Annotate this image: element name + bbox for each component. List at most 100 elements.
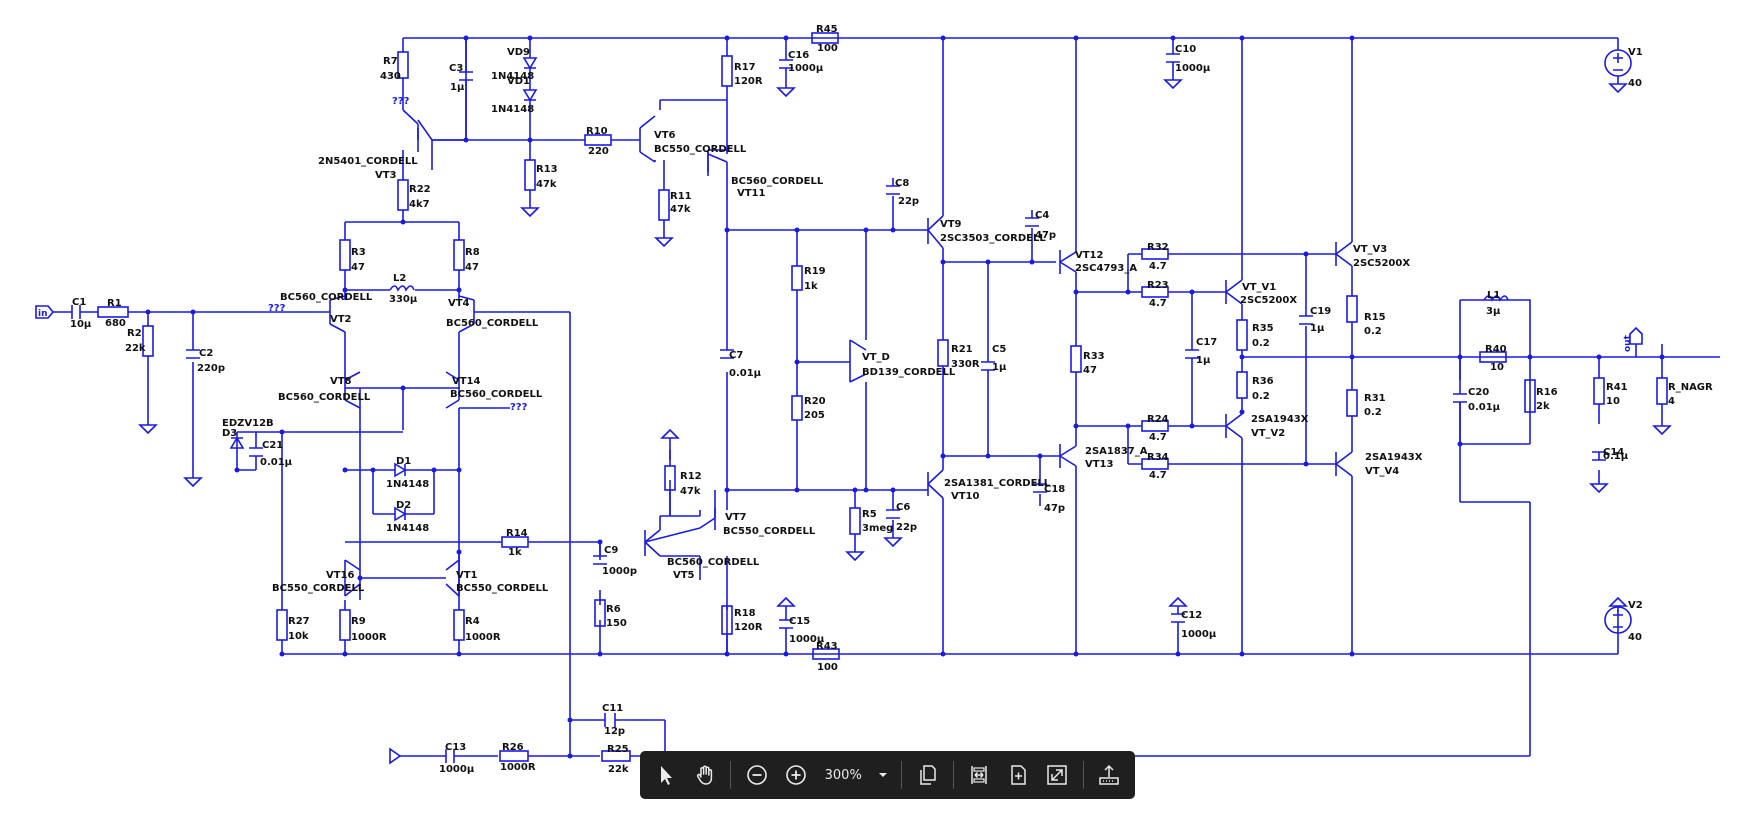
component-label: V1 (1628, 47, 1643, 58)
component-label: 2SA1943X (1251, 414, 1309, 425)
feedback-port (389, 747, 402, 765)
resistor-r12 (664, 465, 676, 491)
resistor-r41 (1593, 377, 1605, 405)
resistor-r32 (1141, 248, 1169, 260)
resistor-r43 (812, 648, 840, 660)
zoom-dropdown-button[interactable] (873, 757, 892, 793)
component-label: R18 (734, 608, 756, 619)
resistor-r17 (721, 55, 733, 87)
fullscreen-button[interactable] (1040, 757, 1075, 793)
component-label: VT14 (452, 376, 481, 387)
component-label: 4.7 (1149, 432, 1167, 443)
component-label: 4 (1668, 396, 1675, 407)
component-label: 0.2 (1252, 338, 1270, 349)
pan-hand-button[interactable] (687, 757, 722, 793)
component-label: 1k (508, 547, 522, 558)
component-label: VT7 (725, 512, 747, 523)
component-label: R19 (804, 266, 826, 277)
component-label: 0.01µ (1468, 402, 1501, 413)
component-label: R36 (1252, 376, 1274, 387)
component-label: VT13 (1085, 459, 1114, 470)
component-label: 205 (804, 410, 825, 421)
component-label: 47 (351, 262, 365, 273)
fit-page-button[interactable] (1001, 757, 1036, 793)
component-label: 2N5401_CORDELL (318, 156, 418, 167)
component-label: 330µ (389, 294, 418, 305)
component-label: R26 (502, 742, 524, 753)
component-label: in (38, 309, 48, 319)
component-label: R6 (606, 604, 621, 615)
component-label: R1 (107, 298, 122, 309)
component-label: 120R (734, 76, 763, 87)
component-label: 100 (817, 662, 838, 673)
component-labels: R7430???C31µVD91N4148VD11N41482N5401_COR… (38, 24, 1713, 775)
component-label: VT_V2 (1251, 428, 1285, 439)
component-label: R11 (670, 191, 692, 202)
component-label: C20 (1468, 387, 1489, 398)
fit-page-icon (1011, 765, 1027, 785)
export-button[interactable] (1092, 757, 1127, 793)
component-label: C2 (199, 348, 213, 359)
fit-width-icon (971, 766, 987, 784)
viewer-toolbar: 300% (640, 751, 1135, 799)
zoom-level-value[interactable]: 300% (824, 767, 862, 783)
select-pointer-button[interactable] (648, 757, 683, 793)
diode-d1 (394, 462, 412, 478)
component-label: R34 (1147, 452, 1169, 463)
component-label: R13 (536, 164, 558, 175)
component-label: VT3 (375, 170, 397, 181)
component-label: 4k7 (409, 199, 430, 210)
export-icon (1099, 764, 1120, 785)
resistor-r22 (397, 179, 409, 211)
voltage-source-v1 (1604, 49, 1632, 77)
component-label: C7 (729, 350, 743, 361)
component-label: 1000µ (439, 764, 475, 775)
diode-d2 (394, 506, 412, 522)
component-label: R25 (607, 744, 629, 755)
component-label: R27 (288, 616, 310, 627)
component-label: 1000p (602, 566, 637, 577)
component-label: VT8 (330, 376, 352, 387)
component-label: 1N4148 (491, 104, 534, 115)
resistor-r35 (1236, 319, 1248, 351)
fullscreen-icon (1047, 765, 1068, 785)
components (35, 32, 1672, 765)
component-label: R24 (1147, 414, 1169, 425)
zoom-in-button[interactable] (778, 757, 813, 793)
component-label: 12p (604, 726, 625, 737)
component-label: 2SC5200X (1353, 258, 1410, 269)
component-label: R35 (1252, 323, 1274, 334)
component-label: 330R (951, 359, 980, 370)
component-label: R4 (465, 616, 480, 627)
component-label: C19 (1310, 306, 1331, 317)
component-label: VT2 (330, 314, 352, 325)
component-label: R9 (351, 616, 366, 627)
component-label: VT1 (456, 570, 478, 581)
resistor-r16 (1524, 379, 1536, 413)
component-label: VT16 (326, 570, 355, 581)
zoom-out-button[interactable] (739, 757, 774, 793)
toolbar-separator (730, 761, 732, 789)
component-label: V2 (1628, 600, 1643, 611)
diode-vd9 (522, 57, 538, 70)
component-label: VD1 (507, 76, 530, 87)
voltage-source-v2 (1604, 606, 1632, 634)
component-label: BC550_CORDELL (272, 583, 365, 594)
fit-width-button[interactable] (962, 757, 997, 793)
zener-d3 (229, 436, 245, 449)
component-label: 1µ (992, 362, 1007, 373)
resistor-r3 (339, 239, 351, 271)
component-label: D2 (396, 500, 411, 511)
component-label: 0.01µ (729, 368, 762, 379)
zoom-dropdown-chevron-icon (878, 773, 887, 777)
copy-pages-button[interactable] (910, 757, 945, 793)
pan-hand-icon (696, 765, 712, 785)
component-label: 1000R (500, 762, 536, 773)
component-label: 1000µ (788, 63, 824, 74)
resistor-r40 (1479, 351, 1507, 363)
component-label: 10 (1490, 362, 1504, 373)
component-label: 47 (1083, 365, 1097, 376)
resistor-r20 (791, 395, 803, 421)
component-label: 100 (817, 43, 838, 54)
